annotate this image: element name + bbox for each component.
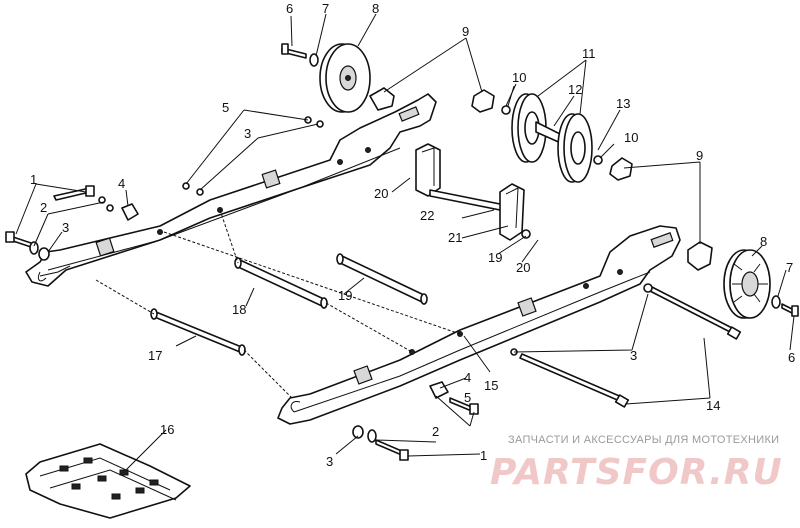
callout-8-top: 8 — [372, 1, 379, 16]
rear-idler-wheel-upper — [281, 43, 511, 115]
callout-3-rear: 3 — [630, 348, 637, 363]
slide-plate — [25, 443, 191, 519]
watermark-logo: PARTSFOR.RU — [490, 452, 783, 493]
bracket-20 — [415, 143, 441, 197]
callout-19: 19 — [338, 288, 352, 303]
callout-20-left: 20 — [374, 186, 388, 201]
watermark-logo-text: PARTSFOR.RU — [490, 452, 783, 493]
callout-11: 11 — [582, 46, 596, 61]
callout-18: 18 — [232, 302, 246, 317]
callout-1-front: 1 — [30, 172, 37, 187]
bracket-21 — [499, 183, 531, 241]
callout-8-right: 8 — [760, 234, 767, 249]
callout-16: 16 — [160, 422, 174, 437]
callout-6-top: 6 — [286, 1, 293, 16]
idler-wheel-pair — [511, 93, 633, 183]
callout-1-rear: 1 — [480, 448, 487, 463]
callout-12: 12 — [568, 82, 582, 97]
callout-7-top: 7 — [322, 1, 329, 16]
spacer-17 — [150, 308, 246, 356]
callout-3-upper: 3 — [244, 126, 251, 141]
tie-rod — [519, 283, 742, 408]
rear-fasteners — [352, 348, 518, 461]
callout-9-top: 9 — [462, 24, 469, 39]
callout-3-front: 3 — [62, 220, 69, 235]
callout-22: 22 — [420, 208, 434, 223]
rear-idler-wheel-right — [687, 241, 799, 319]
callout-4-front: 4 — [118, 176, 125, 191]
callout-17: 17 — [148, 348, 162, 363]
axle — [429, 189, 511, 213]
callout-20-right: 20 — [516, 260, 530, 275]
callout-14: 14 — [706, 398, 720, 413]
callout-6-right: 6 — [788, 350, 795, 365]
callout-15: 15 — [484, 378, 498, 393]
leader-lines — [15, 13, 795, 471]
right-rail — [277, 225, 681, 425]
spacer-18 — [234, 257, 328, 309]
spacer-19 — [336, 253, 428, 305]
callout-4-rear: 4 — [464, 370, 471, 385]
watermark-caption: ЗАПЧАСТИ И АКСЕССУАРЫ ДЛЯ МОТОТЕХНИКИ — [508, 434, 780, 446]
callout-3-bottom: 3 — [326, 454, 333, 469]
callout-5-rear: 5 — [464, 390, 471, 405]
callout-7-right: 7 — [786, 260, 793, 275]
callout-21: 21 — [448, 230, 462, 245]
callout-9-right: 9 — [696, 148, 703, 163]
callout-10-top: 10 — [512, 70, 526, 85]
callout-2-front: 2 — [40, 200, 47, 215]
callout-19-small: 19 — [488, 250, 502, 265]
callout-2-rear: 2 — [432, 424, 439, 439]
callout-5: 5 — [222, 100, 229, 115]
callout-13: 13 — [616, 96, 630, 111]
left-rail — [25, 93, 437, 287]
callout-labels: 6 7 8 9 11 10 12 13 10 9 5 3 1 4 2 3 20 … — [30, 1, 795, 469]
callout-10-mid: 10 — [624, 130, 638, 145]
